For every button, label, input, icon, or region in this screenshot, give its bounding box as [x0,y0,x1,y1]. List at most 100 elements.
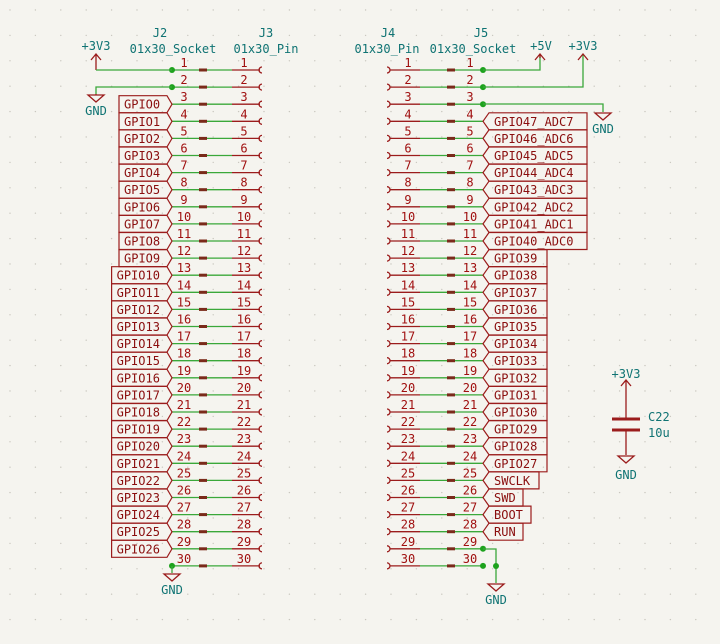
global-label-gpio16[interactable]: GPIO16 [111,368,173,387]
grid-dot [110,110,113,113]
j3-pin [232,203,263,211]
grid-dot [136,288,138,291]
grid-dot [34,85,37,87]
global-label-gpio35[interactable]: GPIO35 [482,317,548,336]
global-label-run[interactable]: RUN [482,522,524,541]
global-label-gpio19[interactable]: GPIO19 [111,420,173,439]
global-label-gpio6[interactable]: GPIO6 [118,197,173,216]
global-label-gpio33[interactable]: GPIO33 [482,351,548,370]
global-label-gpio10[interactable]: GPIO10 [111,266,173,285]
global-label-boot[interactable]: BOOT [482,505,532,524]
grid-dot [60,441,62,443]
global-label-gpio39[interactable]: GPIO39 [482,249,548,268]
grid-dot [60,136,62,138]
global-label-gpio4[interactable]: GPIO4 [118,163,173,182]
mating-mark [199,68,207,72]
global-label-gpio8[interactable]: GPIO8 [118,231,173,251]
grid-dot [136,263,138,265]
j5-pin-number: 19 [463,364,477,378]
grid-dot [415,288,418,291]
j2-pin-number: 8 [180,176,187,190]
global-label-gpio0[interactable]: GPIO0 [118,95,173,114]
j3-pin-number: 19 [237,364,251,378]
global-label-gpio38[interactable]: GPIO38 [482,266,548,285]
grid-dot [491,568,494,570]
j3-pin [232,168,263,177]
global-label-gpio28[interactable]: GPIO28 [482,437,548,456]
global-label-gpio46_adc6[interactable]: GPIO46_ADC6 [482,129,588,148]
global-label-gpio9[interactable]: GPIO9 [118,249,173,268]
grid-dot [669,593,672,595]
global-label-gpio5[interactable]: GPIO5 [118,180,173,199]
global-label-gpio20[interactable]: GPIO20 [111,437,173,456]
grid-dot [136,618,138,621]
grid-dot [187,136,189,138]
global-label-gpio44_adc4[interactable]: GPIO44_ADC4 [482,163,588,182]
global-label-gpio45_adc5[interactable]: GPIO45_ADC5 [482,146,588,165]
j2-pin-number: 3 [180,90,187,104]
grid-dot [542,466,545,468]
grid-dot [110,60,113,62]
global-label-swd[interactable]: SWD [482,488,524,507]
grid-dot [390,441,392,443]
global-label-gpio36[interactable]: GPIO36 [482,300,548,319]
global-label-gpio40_adc0[interactable]: GPIO40_ADC0 [482,231,588,251]
global-label-gpio2[interactable]: GPIO2 [118,129,173,148]
global-label-gpio37[interactable]: GPIO37 [482,283,548,302]
grid-dot [618,187,621,189]
grid-dot [9,60,11,62]
grid-dot [263,568,265,570]
global-label-gpio27[interactable]: GPIO27 [482,454,548,473]
j5-pin-number: 2 [466,73,473,87]
global-label-swclk[interactable]: SWCLK [482,471,540,490]
global-label-gpio21[interactable]: GPIO21 [111,454,173,473]
grid-dot [187,212,189,214]
global-label-gpio18[interactable]: GPIO18 [111,402,173,422]
global-label-gpio47_adc7[interactable]: GPIO47_ADC7 [482,112,588,131]
global-label-gpio7[interactable]: GPIO7 [118,214,173,233]
global-label-gpio3[interactable]: GPIO3 [118,146,173,165]
global-label-gpio32[interactable]: GPIO32 [482,368,548,387]
grid-dot [466,237,468,240]
global-label-gpio29[interactable]: GPIO29 [482,420,548,439]
global-label-gpio24[interactable]: GPIO24 [111,505,173,524]
global-label-gpio43_adc3[interactable]: GPIO43_ADC3 [482,180,588,199]
grid-dot [644,593,646,595]
grid-dot [237,110,240,113]
global-label-gpio15[interactable]: GPIO15 [111,351,173,370]
global-label-gpio30[interactable]: GPIO30 [482,402,548,422]
grid-dot [491,60,494,62]
grid-dot [542,263,545,265]
global-label-gpio26[interactable]: GPIO26 [111,539,173,558]
global-label-gpio42_adc2[interactable]: GPIO42_ADC2 [482,197,588,216]
global-label-gpio13[interactable]: GPIO13 [111,317,173,336]
grid-dot [466,466,468,468]
global-label-gpio22[interactable]: GPIO22 [111,471,173,490]
global-label-gpio23[interactable]: GPIO23 [111,488,173,507]
global-label-gpio41_adc1[interactable]: GPIO41_ADC1 [482,214,588,233]
grid-dot [314,542,316,545]
global-label-gpio12[interactable]: GPIO12 [111,300,173,319]
global-label-gpio34[interactable]: GPIO34 [482,334,548,353]
grid-dot [187,288,189,291]
global-label-gpio1[interactable]: GPIO1 [118,112,173,131]
grid-dot [9,568,11,570]
global-label-gpio31[interactable]: GPIO31 [482,385,548,404]
grid-dot [517,517,519,519]
grid-dot [593,288,595,291]
mating-mark [199,547,207,551]
global-label-gpio25[interactable]: GPIO25 [111,522,173,541]
global-label-gpio11[interactable]: GPIO11 [111,283,173,302]
grid-dot [390,618,392,621]
grid-dot [136,34,138,37]
grid-dot [491,187,494,189]
grid-dot [568,237,570,240]
j4-pin-number: 12 [401,244,415,258]
global-label-gpio14[interactable]: GPIO14 [111,334,173,353]
grid-dot [568,34,570,37]
grid-dot [212,212,214,214]
global-label-gpio17[interactable]: GPIO17 [111,385,173,404]
grid-dot [390,288,392,291]
